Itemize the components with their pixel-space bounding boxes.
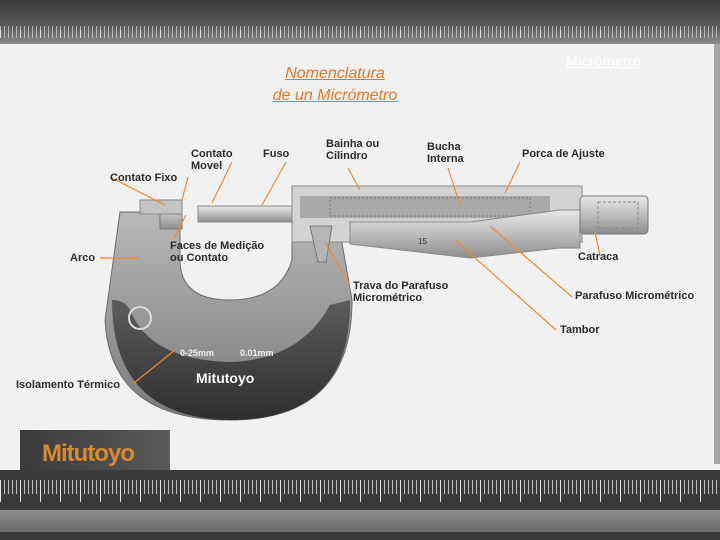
- plate-brand: Mitutoyo: [196, 370, 254, 386]
- label-contato-fixo: Contato Fixo: [110, 172, 177, 184]
- bottom-strip: [0, 510, 720, 532]
- label-bainha: Bainha ou Cilindro: [326, 138, 379, 162]
- label-bucha: Bucha Interna: [427, 141, 464, 165]
- label-tambor: Tambor: [560, 324, 600, 336]
- label-isolamento: Isolamento Térmico: [16, 379, 120, 391]
- label-faces: Faces de Medição ou Contato: [170, 240, 264, 264]
- micrometer-diagram: 0-25mm 0.01mm Mitutoyo 15: [0, 0, 720, 470]
- footer-brand-logo: Mitutoyo: [42, 440, 134, 468]
- frame-top: [140, 200, 182, 214]
- thimble-number: 15: [418, 237, 427, 246]
- resolution-marking: 0.01mm: [240, 348, 274, 358]
- bottom-ruler-bar: [0, 470, 720, 540]
- label-porca: Porca de Ajuste: [522, 148, 605, 160]
- label-parafuso: Parafuso Micrométrico: [575, 290, 694, 302]
- label-arco: Arco: [70, 252, 95, 264]
- label-contato-movel: Contato Movel: [191, 148, 233, 172]
- label-text: Contato Movel: [191, 148, 233, 172]
- label-fuso: Fuso: [263, 148, 289, 160]
- range-marking: 0-25mm: [180, 348, 214, 358]
- label-catraca: Catraca: [578, 251, 618, 263]
- bottom-ruler-major-ticks: [0, 480, 720, 502]
- inner-thread: [300, 196, 550, 218]
- label-trava: Trava do Parafuso Micrométrico: [353, 280, 448, 304]
